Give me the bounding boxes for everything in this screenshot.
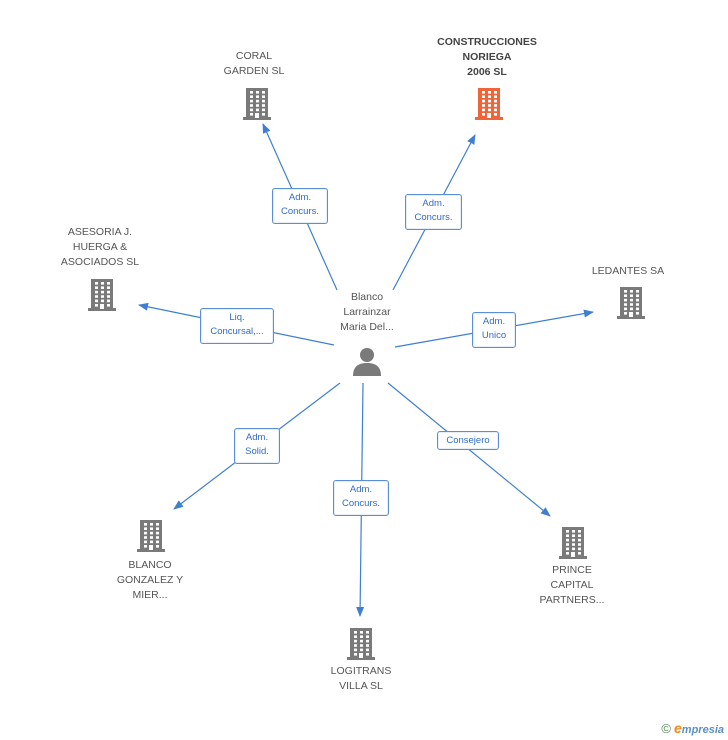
center-person-label[interactable]: Blanco Larrainzar Maria Del... xyxy=(340,291,394,333)
building-icon[interactable] xyxy=(474,86,504,120)
role-label-noriega[interactable]: Adm. Concurs. xyxy=(405,194,462,230)
company-label-ledantes[interactable]: LEDANTES SA xyxy=(591,265,665,277)
company-label-logitrans[interactable]: LOGITRANS VILLA SL xyxy=(330,665,392,692)
building-icon[interactable] xyxy=(136,518,166,552)
building-icon[interactable] xyxy=(346,626,376,660)
role-label-logitrans[interactable]: Adm. Concurs. xyxy=(333,480,389,516)
copyright-icon: © xyxy=(661,721,671,736)
role-label-coral[interactable]: Adm. Concurs. xyxy=(272,188,328,224)
brand-name: mpresia xyxy=(681,724,724,736)
brand-logo-e: e xyxy=(674,720,682,736)
building-icon[interactable] xyxy=(616,285,646,319)
company-label-coral[interactable]: CORAL GARDEN SL xyxy=(223,50,285,77)
person-icon[interactable] xyxy=(352,346,382,381)
role-label-prince[interactable]: Consejero xyxy=(437,431,499,450)
building-icon[interactable] xyxy=(242,86,272,120)
company-label-noriega[interactable]: CONSTRUCCIONES NORIEGA 2006 SL xyxy=(437,36,537,78)
role-label-asesoria[interactable]: Liq. Concursal,... xyxy=(200,308,274,344)
footer-brand: ©empresia xyxy=(661,720,724,736)
role-label-blanco[interactable]: Adm. Solid. xyxy=(234,428,280,464)
company-label-asesoria[interactable]: ASESORIA J. HUERGA & ASOCIADOS SL xyxy=(60,226,140,268)
role-label-ledantes[interactable]: Adm. Unico xyxy=(472,312,516,348)
building-icon[interactable] xyxy=(87,277,117,311)
building-icon[interactable] xyxy=(558,525,588,559)
company-label-blanco[interactable]: BLANCO GONZALEZ Y MIER... xyxy=(116,559,184,601)
company-label-prince[interactable]: PRINCE CAPITAL PARTNERS... xyxy=(539,564,605,606)
